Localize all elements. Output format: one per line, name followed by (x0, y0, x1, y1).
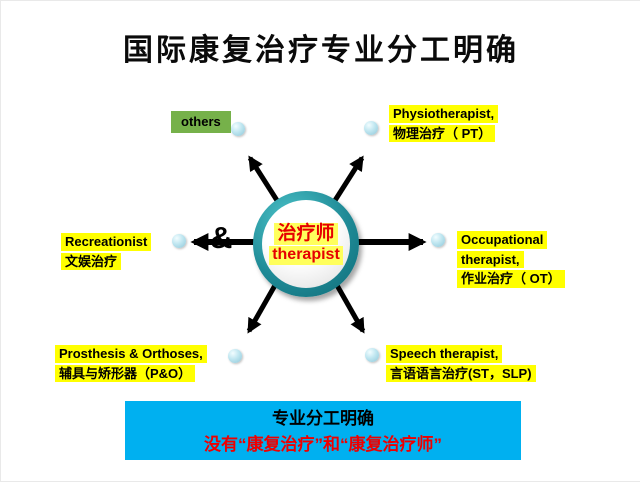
node-prosthesis-line2: 辅具与矫形器（P&O） (55, 364, 196, 383)
dot-others (231, 122, 245, 136)
node-physiotherapist-line1: Physiotherapist, (389, 105, 499, 123)
footer-callout: 专业分工明确 没有“康复治疗”和“康复治疗师” (125, 401, 521, 460)
dot-occupational (431, 233, 445, 247)
hub-circle: 治疗师 therapist (253, 191, 359, 297)
slide-title: 国际康复治疗专业分工明确 (123, 34, 519, 67)
dot-prosthesis (228, 349, 242, 363)
node-occupational: Occupational therapist, 作业治疗（ OT） (457, 231, 565, 290)
hub-label-zh: 治疗师 (274, 223, 338, 246)
dot-physiotherapist (364, 121, 378, 135)
hub-inner-circle: 治疗师 therapist (262, 200, 350, 288)
footer-line2: 没有“康复治疗”和“康复治疗师” (204, 434, 442, 454)
node-speech-line2: 言语语言治疗(ST，SLP) (386, 364, 536, 383)
hub-label-en: therapist (269, 246, 343, 265)
node-occupational-line1: Occupational (457, 231, 548, 249)
dot-speech (365, 348, 379, 362)
ampersand-decoration: & (210, 220, 233, 255)
node-others-label: others (171, 111, 231, 133)
node-prosthesis-line1: Prosthesis & Orthoses, (55, 345, 207, 363)
node-physiotherapist-line2: 物理治疗（ PT） (389, 124, 496, 143)
node-speech-line1: Speech therapist, (386, 345, 503, 363)
footer-line1: 专业分工明确 (272, 409, 374, 428)
node-speech: Speech therapist, 言语语言治疗(ST，SLP) (386, 345, 536, 384)
node-recreationist-line1: Recreationist (61, 233, 152, 251)
node-recreationist: Recreationist 文娱治疗 (61, 233, 152, 272)
node-occupational-line2: therapist, (457, 250, 524, 269)
node-occupational-line3: 作业治疗（ OT） (457, 270, 565, 288)
dot-recreationist (172, 234, 186, 248)
node-physiotherapist: Physiotherapist, 物理治疗（ PT） (389, 105, 499, 144)
node-prosthesis: Prosthesis & Orthoses, 辅具与矫形器（P&O） (55, 345, 207, 384)
node-recreationist-line2: 文娱治疗 (61, 252, 122, 271)
node-others: others (171, 111, 231, 135)
